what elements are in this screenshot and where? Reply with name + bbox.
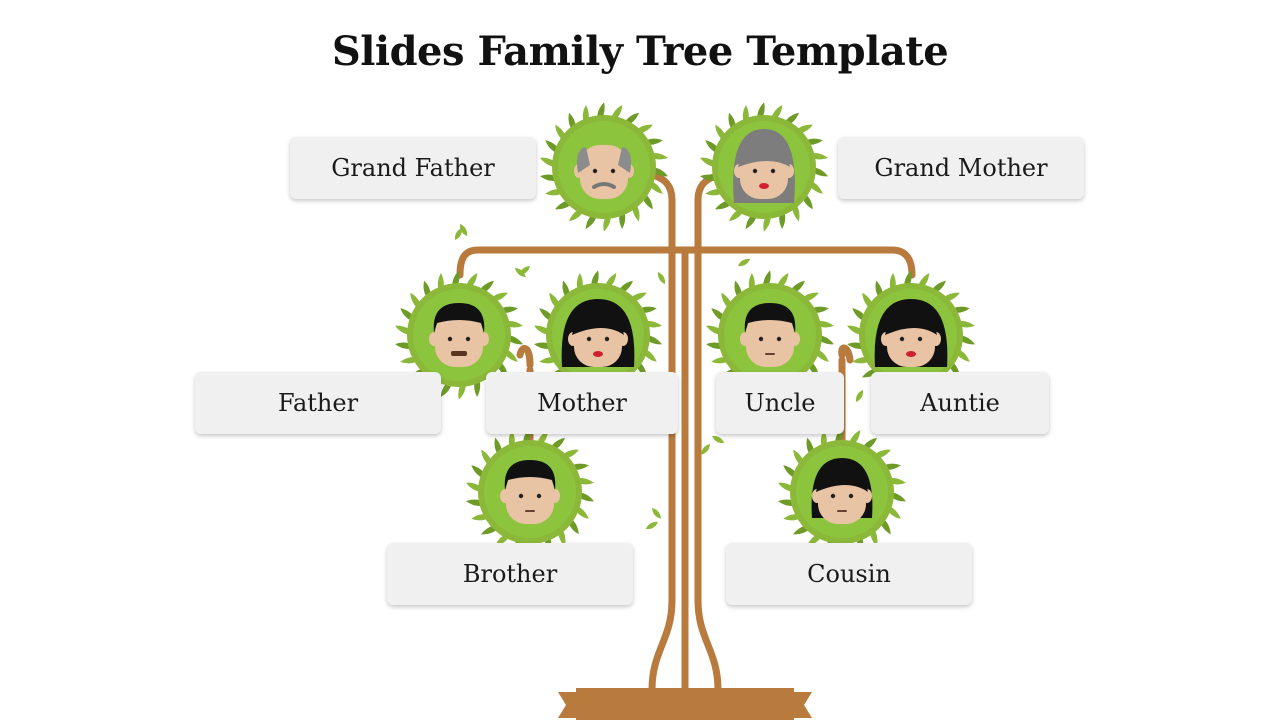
page-title: Slides Family Tree Template bbox=[331, 28, 949, 75]
avatar-cousin bbox=[778, 427, 906, 557]
label-mother: Mother bbox=[486, 372, 678, 434]
label-grand-father: Grand Father bbox=[290, 137, 536, 199]
tree-base-ribbon bbox=[558, 688, 812, 720]
label-auntie: Auntie bbox=[871, 372, 1049, 434]
avatar-brother bbox=[466, 427, 594, 557]
label-brother: Brother bbox=[387, 543, 633, 605]
avatar-grandmother bbox=[700, 102, 828, 232]
label-grand-mother: Grand Mother bbox=[838, 137, 1084, 199]
scattered-leaves bbox=[454, 223, 864, 530]
label-cousin: Cousin bbox=[726, 543, 972, 605]
avatar-grandfather bbox=[540, 102, 668, 232]
avatar-auntie bbox=[847, 270, 975, 400]
label-father: Father bbox=[195, 372, 441, 434]
avatar-mother bbox=[534, 270, 662, 400]
label-uncle: Uncle bbox=[716, 372, 844, 434]
avatar-father bbox=[395, 270, 523, 400]
